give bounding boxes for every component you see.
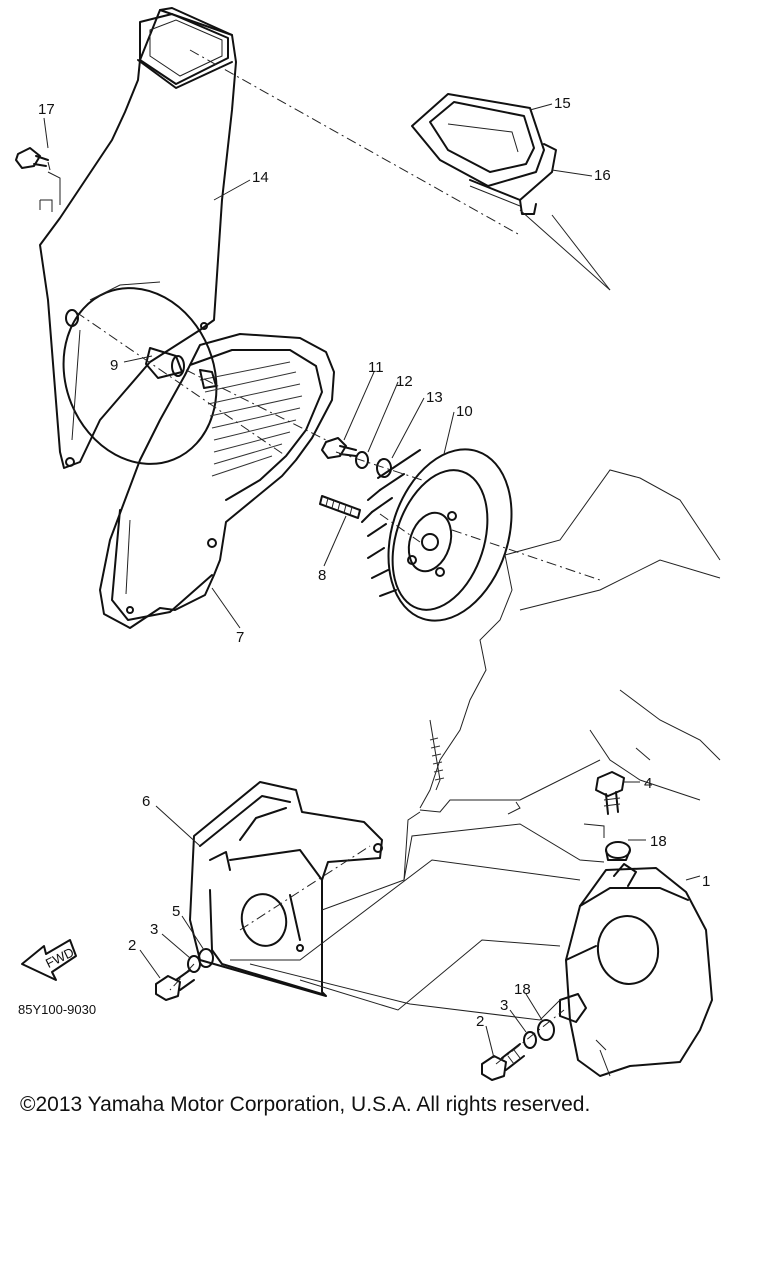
- part-4-bolt: [595, 771, 625, 815]
- callout-2-right: 2: [476, 1013, 484, 1030]
- part-15-duct-boot: [411, 93, 545, 187]
- callout-11: 11: [368, 359, 384, 376]
- callout-6: 6: [142, 793, 150, 810]
- part-10-fan: [361, 448, 513, 622]
- part-8-stud: [319, 495, 361, 519]
- part-7-fan-housing: [99, 333, 335, 629]
- callout-numbers: 17 14 15 16 9 11 12 13 10 8 7 6 4 18 1 2…: [38, 95, 710, 1030]
- drawing-code: 85Y100-9030: [18, 1002, 96, 1017]
- part-9-collar: [145, 347, 185, 379]
- part-17-bolt: [15, 147, 51, 171]
- part-6-cover-plate: [189, 781, 383, 997]
- part-11-bolt: [321, 437, 357, 459]
- callout-13: 13: [426, 389, 443, 406]
- callout-4: 4: [644, 775, 652, 792]
- part-3-washer-right: [523, 1031, 537, 1049]
- part-2-bolt-left: [155, 969, 195, 1001]
- callout-15: 15: [554, 95, 571, 112]
- engine-outline: [419, 469, 721, 813]
- part-2-bolt-right: [481, 1043, 525, 1081]
- callout-8: 8: [318, 567, 326, 584]
- callout-7: 7: [236, 629, 244, 646]
- callout-14: 14: [252, 169, 269, 186]
- callout-17: 17: [38, 101, 55, 118]
- part-5-washer-left: [198, 948, 214, 968]
- part-13-washer: [376, 458, 392, 478]
- callout-3-left: 3: [150, 921, 158, 938]
- copyright-notice: ©2013 Yamaha Motor Corporation, U.S.A. A…: [20, 1093, 591, 1116]
- callout-1: 1: [702, 873, 710, 890]
- leader-lines: [39, 171, 611, 1021]
- callout-9: 9: [110, 357, 118, 374]
- callout-leaders: [43, 103, 701, 1059]
- part-18-grommet-upper: [605, 841, 631, 861]
- callout-3-right: 3: [500, 997, 508, 1014]
- callout-2-left: 2: [128, 937, 136, 954]
- callout-18-upper: 18: [650, 833, 667, 850]
- fwd-direction-arrow: FWD: [21, 939, 77, 981]
- part-18-grommet-lower: [537, 1019, 555, 1041]
- part-12-washer: [355, 451, 369, 469]
- callout-5: 5: [172, 903, 180, 920]
- callout-10: 10: [456, 403, 473, 420]
- callout-16: 16: [594, 167, 611, 184]
- callout-12: 12: [396, 373, 413, 390]
- part-14-air-shroud: [39, 7, 237, 469]
- callout-18-lower: 18: [514, 981, 531, 998]
- part-1-lower-cover: [559, 863, 713, 1077]
- part-16-clamp: [469, 143, 557, 215]
- alignment-lines: [75, 49, 601, 1065]
